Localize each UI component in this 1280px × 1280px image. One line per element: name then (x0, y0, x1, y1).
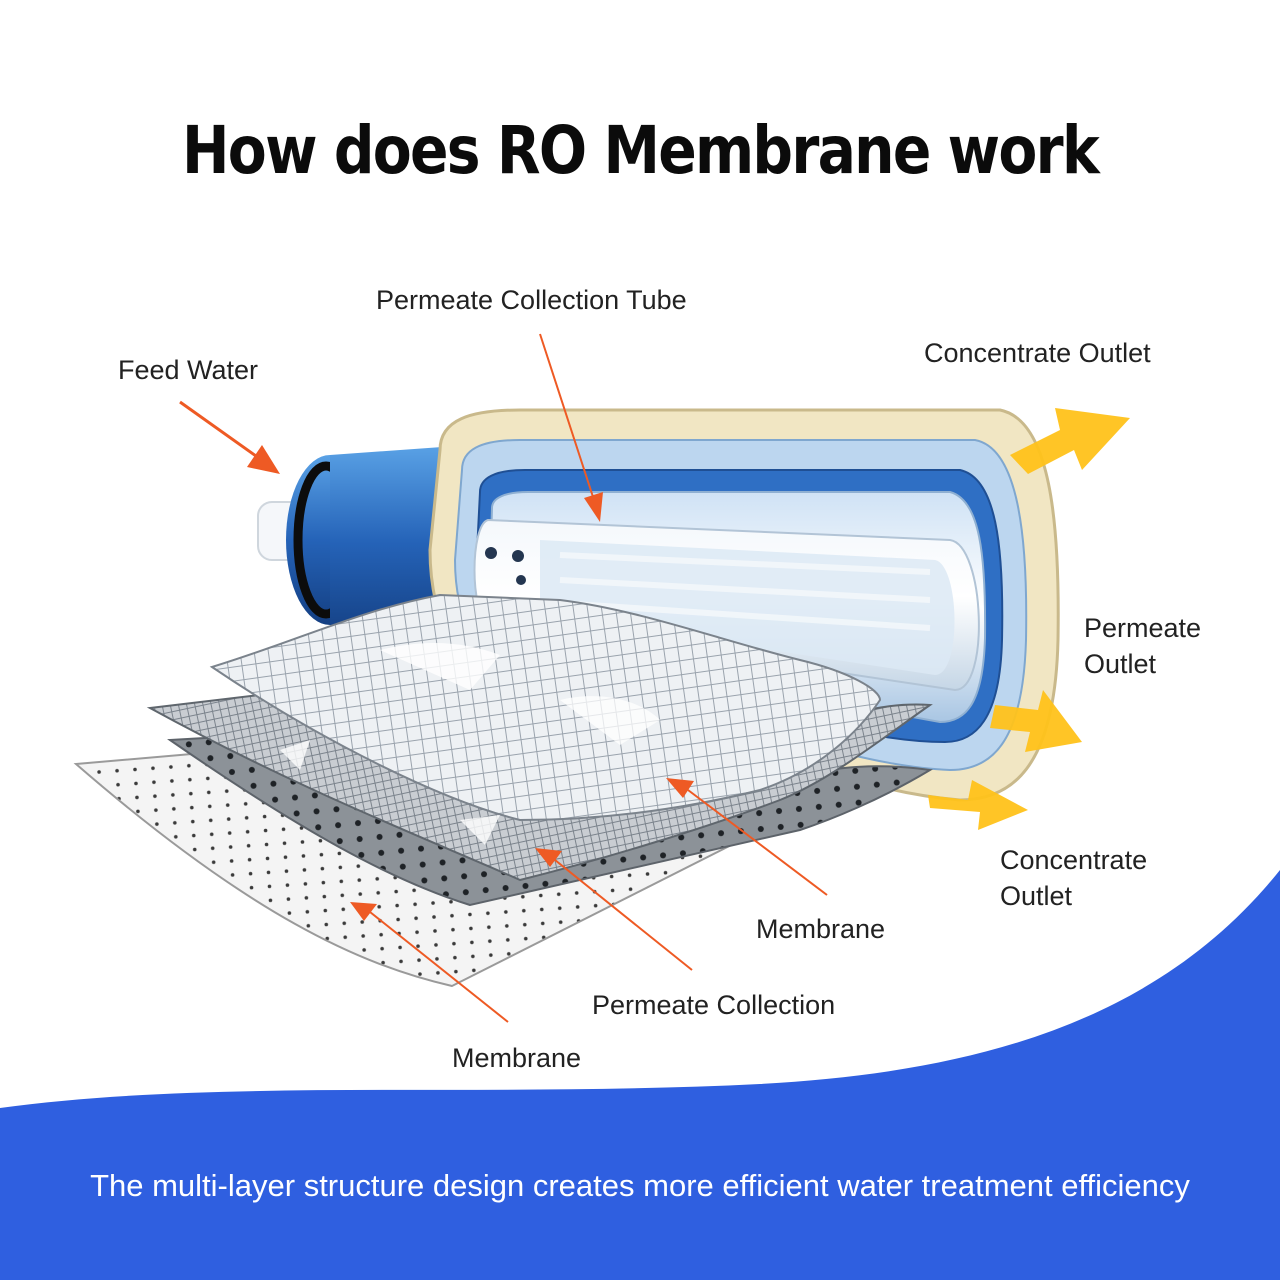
permeate-collection-arrow (535, 848, 693, 971)
membrane-housing (257, 408, 1060, 802)
label-permeate-outlet-line1: Permeate (1084, 613, 1202, 643)
label-feed-water: Feed Water (118, 355, 259, 385)
label-permeate-outlet-line2: Outlet (1084, 649, 1157, 679)
membrane-lower-arrow (350, 902, 509, 1023)
page-title: How does RO Membrane work (182, 112, 1100, 189)
label-permeate-collection-tube: Permeate Collection Tube (376, 285, 687, 315)
flow-arrows (928, 408, 1130, 830)
tube-hole (516, 575, 526, 585)
concentrate-outlet-bottom-arrow (928, 780, 1028, 830)
permeate-collection-tube-arrow (539, 333, 603, 522)
footer-caption: The multi-layer structure design creates… (90, 1168, 1190, 1203)
membrane-layers (73, 593, 933, 988)
label-concentrate-outlet-bottom-line1: Concentrate (1000, 845, 1148, 875)
membrane-upper-arrow (666, 778, 828, 896)
label-permeate-collection: Permeate Collection (592, 990, 836, 1020)
label-concentrate-outlet-top: Concentrate Outlet (924, 338, 1151, 368)
concentrate-outlet-top-arrow (1010, 408, 1130, 474)
tube-hole (485, 547, 497, 559)
mesh-spacer-sheet (209, 593, 882, 822)
footer-wave-band (0, 870, 1280, 1280)
tube-hole (512, 550, 524, 562)
pointer-arrows (179, 333, 828, 1023)
feed-water-arrow (179, 400, 280, 474)
label-membrane-upper: Membrane (756, 914, 886, 944)
permeate-outlet-arrow (990, 690, 1082, 752)
label-membrane-lower: Membrane (452, 1043, 582, 1073)
label-concentrate-outlet-bottom-line2: Outlet (1000, 881, 1073, 911)
